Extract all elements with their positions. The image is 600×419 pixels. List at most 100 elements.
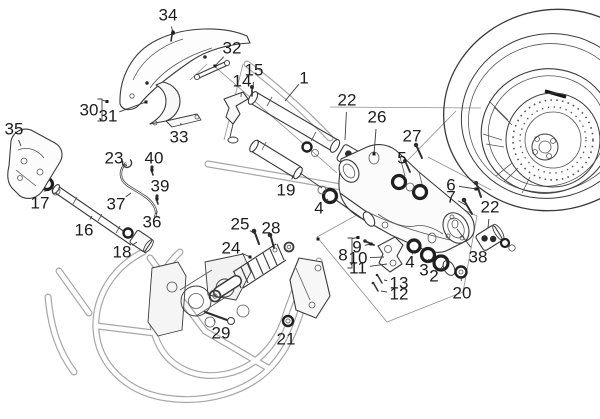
frame-trellis [44, 60, 356, 404]
leader-line-4-30 [324, 198, 329, 203]
callout-label-15-2: 15 [245, 61, 264, 80]
callout-label-32-1: 32 [223, 39, 242, 58]
leader-line-25-37 [249, 230, 256, 235]
bracket-8-dot [356, 236, 360, 239]
bracket-8 [347, 237, 353, 269]
leader-line-19-16 [291, 174, 295, 180]
callout-label-22-18: 22 [338, 91, 357, 110]
bearing-front [321, 187, 339, 205]
callout-label-34-0: 34 [159, 6, 178, 25]
bolt-27 [413, 142, 423, 159]
shock-top-eye [283, 241, 295, 253]
leader-line-6-22 [458, 185, 477, 190]
leader-line-35-7 [18, 139, 22, 147]
fender-strut-32 [193, 59, 231, 81]
guard-35 [7, 128, 63, 199]
callout-label-9-34: 9 [352, 238, 361, 257]
callout-label-7-23: 7 [446, 188, 455, 207]
callout-label-13-31: 13 [390, 274, 409, 293]
rim [480, 68, 600, 194]
callout-label-40-9: 40 [145, 149, 164, 168]
leader-line-2-27 [439, 265, 444, 271]
leader-dot-40-9 [150, 168, 154, 172]
leader-dot-26-19 [372, 152, 376, 156]
callout-label-6-22: 6 [446, 176, 455, 195]
callout-label-28-38: 28 [262, 219, 281, 238]
nut-21 [281, 314, 295, 328]
leader-line-23-8 [123, 163, 128, 167]
screw-5 [403, 159, 411, 173]
callout-label-14-3: 14 [233, 72, 252, 91]
bolt-25 [251, 228, 260, 245]
callout-label-30-4: 30 [80, 101, 99, 120]
bearing-4 [406, 238, 422, 254]
callout-label-39-10: 39 [151, 177, 170, 196]
bolt-7 [461, 197, 473, 215]
swingarm [335, 142, 482, 253]
stud-6 [474, 181, 482, 198]
leader-line-17-11 [44, 188, 47, 193]
leader-line-32-1 [214, 56, 225, 67]
callout-label-19-16: 19 [277, 181, 296, 200]
leader-line-27-20 [416, 146, 420, 151]
drive-shaft-lower [249, 139, 339, 205]
callout-label-8-33: 8 [338, 246, 347, 265]
callout-label-22-24: 22 [481, 198, 500, 217]
callout-label-37-12: 37 [107, 195, 126, 214]
caliper-bracket [377, 236, 404, 273]
leader-dot-9-34 [369, 242, 373, 246]
callout-label-31-5: 31 [99, 107, 118, 126]
callout-label-20-26: 20 [453, 284, 472, 303]
leader-line-29-40 [213, 319, 216, 323]
leader-line-22-18 [344, 111, 347, 141]
leader-line-7-23 [457, 200, 467, 206]
callout-label-25-37: 25 [231, 215, 250, 234]
callout-label-2-27: 2 [429, 267, 438, 286]
callout-label-3-28: 3 [419, 261, 428, 280]
leader-line-4-29 [412, 249, 415, 255]
bracket-30 [97, 98, 103, 122]
fender-bracket-33 [149, 81, 202, 128]
construction-dot-0 [316, 237, 320, 241]
leader-line-12-32 [380, 290, 388, 293]
tire-marking [544, 89, 567, 99]
bearing-2 [432, 254, 450, 272]
pin-13 [375, 273, 383, 284]
brake-hose [119, 158, 159, 218]
leader-dot-39-10 [155, 197, 159, 201]
pin-12 [371, 281, 379, 292]
callout-label-1-17: 1 [299, 69, 308, 88]
callout-label-26-19: 26 [368, 108, 387, 127]
leader-line-38-25 [456, 228, 472, 248]
leader-line-31-5 [119, 101, 147, 113]
callout-label-10-35: 10 [349, 249, 368, 268]
leader-line-18-15 [131, 241, 138, 246]
leader-dot-32-1 [213, 64, 217, 68]
callout-label-4-29: 4 [405, 253, 414, 272]
pivot-linkage-cluster [147, 253, 252, 337]
leader-line-11-36 [369, 263, 388, 267]
bolt-28 [267, 232, 278, 253]
pivot-bearing-b [411, 183, 429, 201]
leader-line-10-35 [369, 256, 385, 258]
callout-label-11-36: 11 [349, 259, 367, 278]
callout-label-4-30: 4 [314, 199, 323, 218]
transmission-shaft [39, 176, 154, 253]
callout-label-38-25: 38 [469, 248, 488, 267]
coupling-22-rear [475, 223, 505, 251]
leader-line-3-28 [426, 258, 430, 263]
callout-label-21-41: 21 [277, 330, 296, 349]
pivot-bearing-a [390, 173, 408, 191]
leader-dot-34-0 [171, 30, 175, 34]
callout-label-17-11: 17 [31, 194, 50, 213]
coupling-18 [129, 229, 154, 253]
shock-absorber [204, 228, 331, 328]
hose-clip-23 [121, 158, 133, 169]
shock-bracket [289, 257, 331, 319]
callout-label-24-39: 24 [222, 239, 241, 258]
callout-label-29-40: 29 [212, 324, 231, 343]
brake-disc [505, 92, 600, 188]
